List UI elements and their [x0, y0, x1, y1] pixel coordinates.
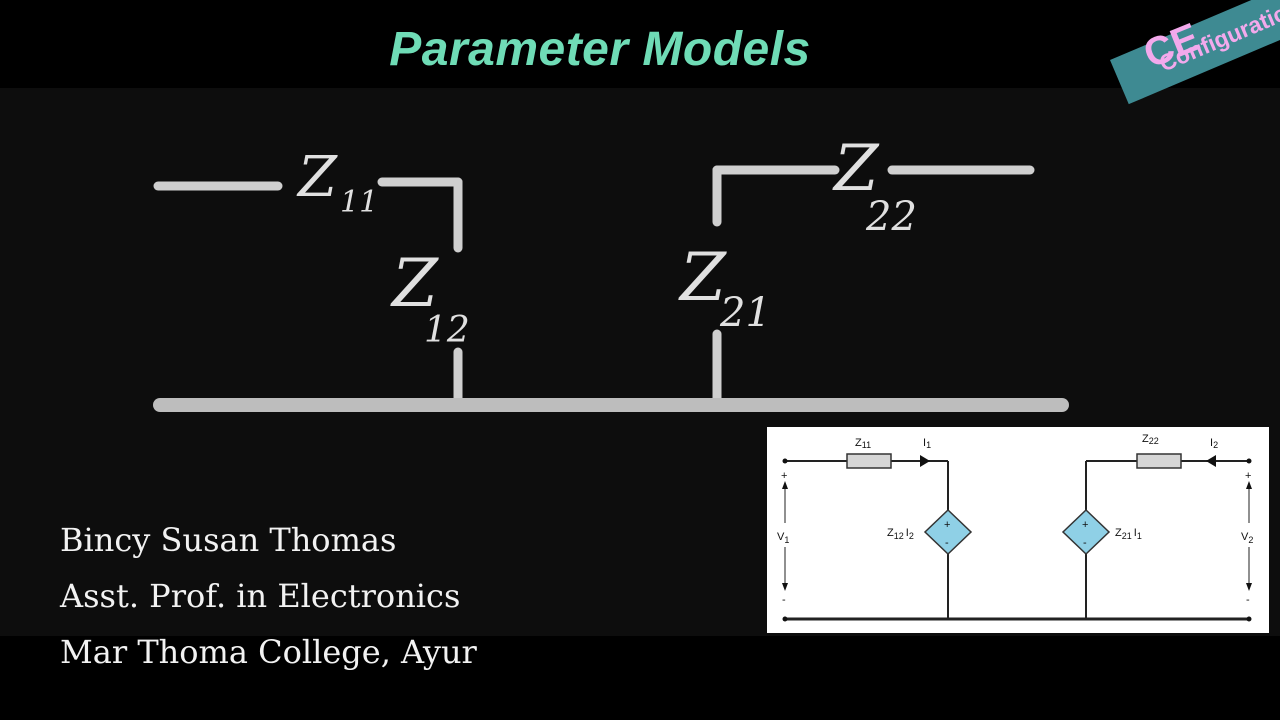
author-institution: Mar Thoma College, Ayur — [60, 633, 477, 671]
sketch-z11-main: Z — [296, 145, 338, 210]
terminal-1-bottom — [782, 616, 788, 622]
source2-minus: - — [1083, 537, 1087, 549]
source-z21i1 — [1061, 508, 1111, 556]
z22-resistor — [1136, 453, 1182, 469]
sketch-z11-sub: 11 — [340, 185, 378, 220]
sketch-wires — [153, 165, 1035, 403]
sketch-z22-main: Z — [832, 132, 880, 206]
source2-plus: + — [1082, 519, 1088, 531]
sketch-z21-main: Z — [678, 239, 727, 316]
sketch-z22-sub: 22 — [865, 194, 917, 240]
z11-resistor — [846, 453, 892, 469]
port2-minus: - — [1246, 594, 1250, 606]
terminal-1-top — [782, 458, 788, 464]
source1-plus: + — [944, 519, 950, 531]
v2-arrow-up — [1246, 481, 1252, 489]
author-name: Bincy Susan Thomas — [60, 521, 397, 559]
i1-arrow — [920, 455, 930, 467]
author-position: Asst. Prof. in Electronics — [60, 577, 461, 615]
port2-plus: + — [1245, 470, 1251, 482]
circuit-wires — [785, 460, 1249, 621]
i1-label: I1 — [923, 437, 931, 450]
z11-label: Z11 — [855, 437, 871, 450]
z-parameter-circuit: + - + - + - + - V1 V2 Z11 I1 Z — [767, 427, 1269, 633]
z22-label: Z22 — [1142, 433, 1159, 446]
sketch-z12-sub: 12 — [424, 310, 470, 351]
source-z12i2 — [923, 508, 973, 556]
v1-arrow-up — [782, 481, 788, 489]
v2-arrow-down — [1246, 583, 1252, 591]
v1-label: V1 — [777, 531, 789, 545]
circuit-diagram: + - + - + - + - V1 V2 Z11 I1 Z — [777, 433, 1253, 622]
v2-label: V2 — [1241, 531, 1253, 545]
port1-plus: + — [781, 470, 787, 482]
v1-arrows — [784, 487, 1250, 585]
author-block: Bincy Susan Thomas Asst. Prof. in Electr… — [60, 512, 477, 680]
terminal-2-top — [1246, 458, 1252, 464]
port1-minus: - — [782, 594, 786, 606]
v1-arrow-down — [782, 583, 788, 591]
page-title: Parameter Models — [389, 23, 811, 76]
sketch-z21-sub: 21 — [719, 290, 771, 336]
i2-label: I2 — [1210, 437, 1218, 450]
i2-arrow — [1206, 455, 1216, 467]
sketch-z12-main: Z — [390, 245, 439, 322]
source1-minus: - — [945, 537, 949, 549]
terminal-2-bottom — [1246, 616, 1252, 622]
